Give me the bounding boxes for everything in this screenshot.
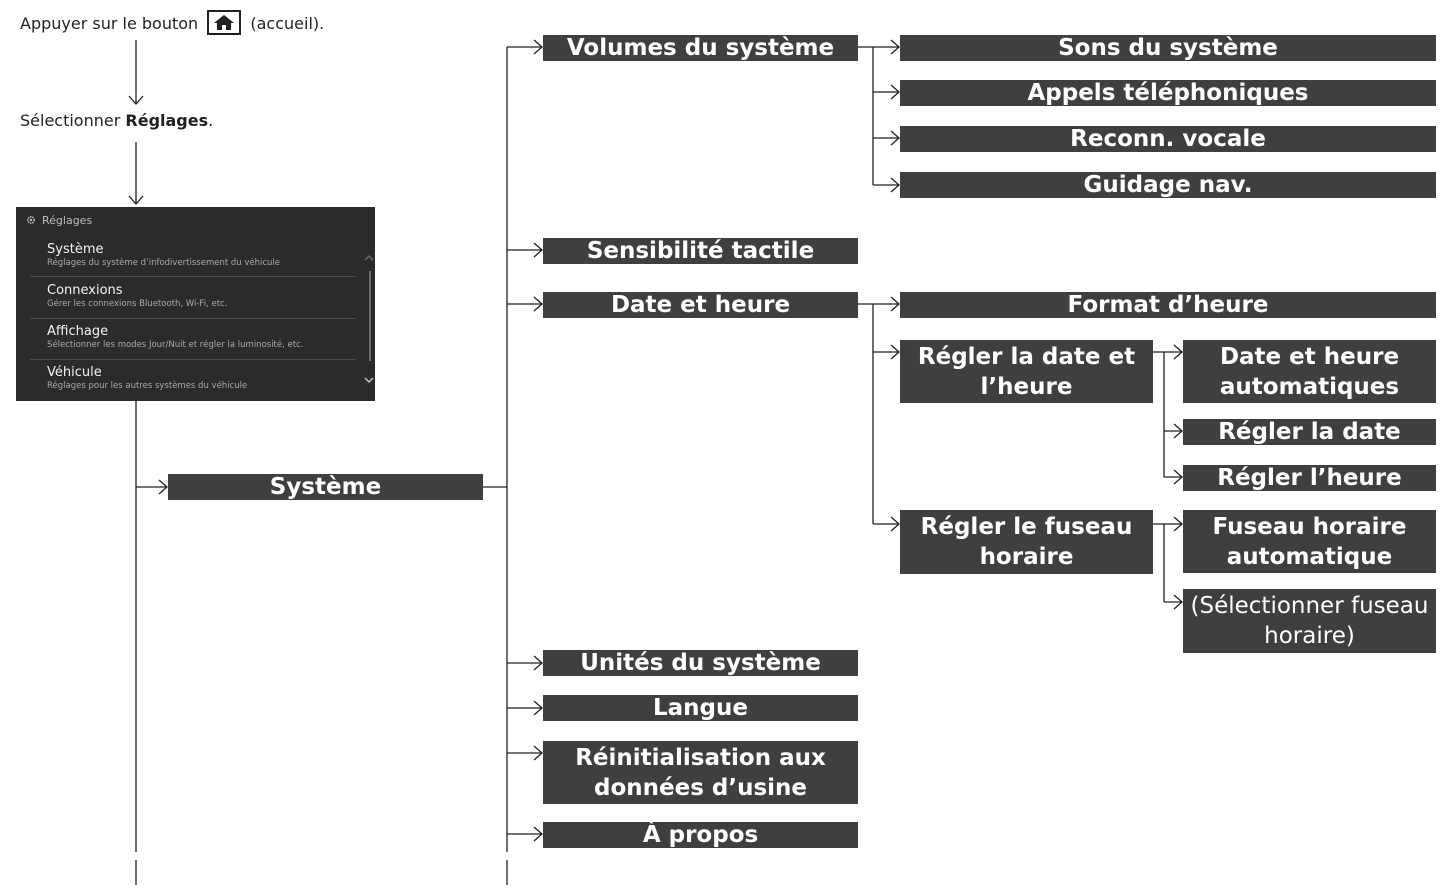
step-press-home-text: Appuyer sur le bouton bbox=[20, 14, 199, 33]
node-regler-heure: Régler l’heure bbox=[1183, 465, 1436, 491]
scrollbar[interactable] bbox=[369, 271, 371, 361]
settings-screen-title: Réglages bbox=[42, 214, 93, 227]
step-press-home-suffix: (accueil). bbox=[250, 14, 325, 33]
node-label: Date et heure automatiques bbox=[1219, 343, 1400, 400]
node-format-heure: Format d’heure bbox=[900, 292, 1436, 318]
node-label: (Sélectionner fuseau horaire) bbox=[1190, 593, 1429, 649]
settings-item-connections[interactable]: Connexions Gérer les connexions Bluetoot… bbox=[47, 283, 347, 310]
node-systeme: Système bbox=[168, 474, 483, 500]
node-label: Reconn. vocale bbox=[1070, 126, 1266, 152]
home-icon bbox=[207, 10, 242, 35]
node-volumes: Volumes du système bbox=[543, 35, 858, 61]
node-label: Système bbox=[269, 474, 382, 500]
node-selectionner-fuseau: (Sélectionner fuseau horaire) bbox=[1183, 589, 1436, 653]
node-regler-fuseau: Régler le fuseau horaire bbox=[900, 510, 1153, 574]
node-label: Fuseau horaire automatique bbox=[1212, 513, 1407, 570]
settings-item-title: Connexions bbox=[47, 283, 123, 298]
settings-item-display[interactable]: Affichage Sélectionner les modes Jour/Nu… bbox=[47, 324, 347, 351]
node-label: Volumes du système bbox=[566, 35, 835, 61]
node-guidage: Guidage nav. bbox=[900, 172, 1436, 198]
chevron-down-icon[interactable] bbox=[364, 377, 374, 383]
node-label: Régler l’heure bbox=[1217, 465, 1402, 491]
node-label: À propos bbox=[642, 822, 759, 848]
settings-screen: Réglages Système Réglages du système d’i… bbox=[16, 207, 375, 401]
settings-item-subtitle: Sélectionner les modes Jour/Nuit et régl… bbox=[47, 340, 304, 350]
node-langue: Langue bbox=[543, 695, 858, 721]
step-select-text: Sélectionner bbox=[20, 111, 126, 130]
divider bbox=[30, 359, 356, 360]
node-regler-date-heure: Régler la date et l’heure bbox=[900, 340, 1153, 403]
settings-screen-header: Réglages bbox=[26, 214, 92, 227]
node-regler-date: Régler la date bbox=[1183, 419, 1436, 445]
settings-item-system[interactable]: Système Réglages du système d’infodivert… bbox=[47, 242, 347, 269]
gear-icon bbox=[26, 215, 36, 225]
node-label: Régler la date et l’heure bbox=[917, 343, 1136, 400]
settings-item-subtitle: Réglages pour les autres systèmes du véh… bbox=[47, 381, 248, 391]
node-appels: Appels téléphoniques bbox=[900, 80, 1436, 106]
node-reconn-vocale: Reconn. vocale bbox=[900, 126, 1436, 152]
settings-item-vehicle[interactable]: Véhicule Réglages pour les autres systèm… bbox=[47, 365, 347, 392]
settings-item-subtitle: Gérer les connexions Bluetooth, Wi-Fi, e… bbox=[47, 299, 228, 309]
node-label: Guidage nav. bbox=[1083, 172, 1253, 198]
settings-item-title: Système bbox=[47, 242, 104, 257]
chevron-up-icon[interactable] bbox=[364, 255, 374, 261]
step-press-home: Appuyer sur le bouton (accueil). bbox=[20, 10, 325, 37]
step-select-settings-bold: Réglages bbox=[125, 111, 209, 130]
node-a-propos: À propos bbox=[543, 822, 858, 848]
settings-item-title: Affichage bbox=[47, 324, 109, 339]
node-label: Appels téléphoniques bbox=[1027, 80, 1309, 106]
node-label: Régler le fuseau horaire bbox=[920, 514, 1133, 570]
node-date-auto: Date et heure automatiques bbox=[1183, 340, 1436, 403]
settings-item-title: Véhicule bbox=[47, 365, 102, 380]
node-sensibilite: Sensibilité tactile bbox=[543, 238, 858, 264]
node-label: Unités du système bbox=[580, 650, 821, 676]
divider bbox=[30, 318, 356, 319]
node-label: Régler la date bbox=[1218, 419, 1401, 445]
node-unites: Unités du système bbox=[543, 650, 858, 676]
node-sons: Sons du système bbox=[900, 35, 1436, 61]
step-select-settings: Sélectionner Réglages. bbox=[20, 110, 213, 132]
node-label: Date et heure bbox=[610, 292, 791, 318]
node-label: Réinitialisation aux données d’usine bbox=[575, 744, 826, 801]
node-label: Sons du système bbox=[1058, 35, 1278, 61]
node-label: Sensibilité tactile bbox=[586, 238, 815, 264]
divider bbox=[30, 276, 356, 277]
step-select-suffix: . bbox=[208, 111, 214, 130]
node-fuseau-auto: Fuseau horaire automatique bbox=[1183, 510, 1436, 573]
settings-item-subtitle: Réglages du système d’infodivertissement… bbox=[47, 258, 281, 268]
node-label: Langue bbox=[653, 695, 748, 721]
node-date-heure: Date et heure bbox=[543, 292, 858, 318]
node-reinitialisation: Réinitialisation aux données d’usine bbox=[543, 741, 858, 804]
node-label: Format d’heure bbox=[1067, 292, 1269, 318]
